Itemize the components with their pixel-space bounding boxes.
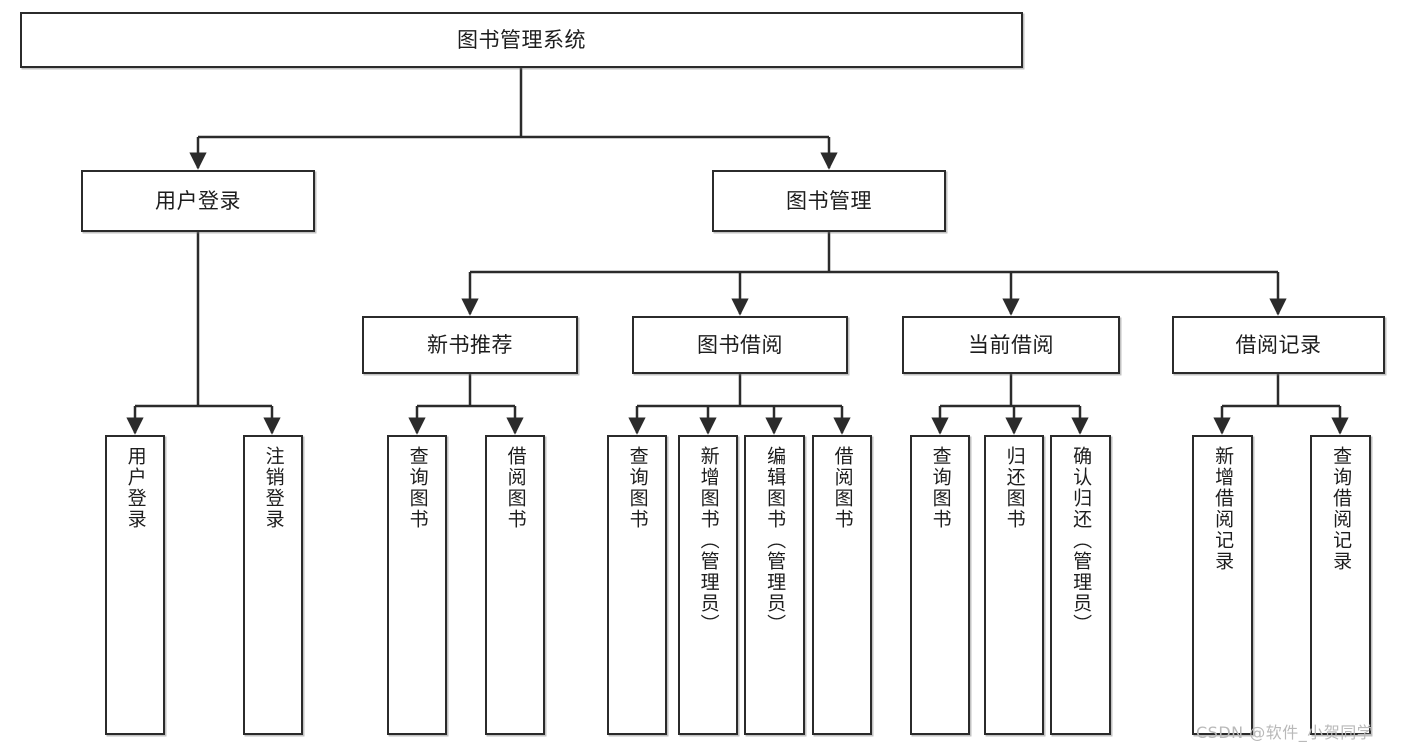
- node-leaf-add-record-label: 新增借阅记录: [1212, 446, 1235, 572]
- node-user-login[interactable]: 用户登录: [81, 170, 315, 232]
- node-leaf-return-book-label: 归还图书: [1003, 446, 1026, 530]
- node-leaf-borrow-book-1-label: 借阅图书: [504, 446, 527, 530]
- node-borrow-record-label: 借阅记录: [1235, 332, 1322, 357]
- node-book-borrow[interactable]: 图书借阅: [632, 316, 848, 374]
- node-new-book-recommend[interactable]: 新书推荐: [362, 316, 578, 374]
- node-leaf-query-book-1[interactable]: 查询图书: [387, 435, 447, 735]
- node-leaf-query-book-3[interactable]: 查询图书: [910, 435, 970, 735]
- node-leaf-borrow-book-2-label: 借阅图书: [831, 446, 854, 530]
- node-leaf-query-record-label: 查询借阅记录: [1330, 446, 1353, 572]
- node-leaf-logout-label: 注销登录: [262, 446, 285, 530]
- node-new-book-recommend-label: 新书推荐: [427, 332, 513, 357]
- node-book-manage[interactable]: 图书管理: [712, 170, 946, 232]
- node-leaf-edit-book-label: 编辑图书（管理员）: [764, 446, 787, 635]
- node-leaf-query-book-3-label: 查询图书: [929, 446, 952, 530]
- node-current-borrow[interactable]: 当前借阅: [902, 316, 1120, 374]
- node-leaf-edit-book[interactable]: 编辑图书（管理员）: [744, 435, 805, 735]
- node-root-label: 图书管理系统: [457, 27, 586, 52]
- node-leaf-query-book-1-label: 查询图书: [406, 446, 429, 530]
- node-leaf-query-book-2[interactable]: 查询图书: [607, 435, 667, 735]
- node-leaf-user-login-label: 用户登录: [124, 446, 147, 530]
- watermark-text: CSDN @软件_小贺同学: [1196, 723, 1374, 742]
- node-leaf-confirm-return[interactable]: 确认归还（管理员）: [1050, 435, 1111, 735]
- node-leaf-return-book[interactable]: 归还图书: [984, 435, 1044, 735]
- node-root[interactable]: 图书管理系统: [20, 12, 1023, 68]
- node-leaf-borrow-book-1[interactable]: 借阅图书: [485, 435, 545, 735]
- node-borrow-record[interactable]: 借阅记录: [1172, 316, 1385, 374]
- node-leaf-add-record[interactable]: 新增借阅记录: [1192, 435, 1253, 735]
- node-user-login-label: 用户登录: [155, 188, 241, 213]
- node-leaf-confirm-return-label: 确认归还（管理员）: [1070, 446, 1093, 635]
- node-book-borrow-label: 图书借阅: [697, 332, 783, 357]
- node-leaf-borrow-book-2[interactable]: 借阅图书: [812, 435, 872, 735]
- node-leaf-add-book[interactable]: 新增图书（管理员）: [678, 435, 738, 735]
- node-leaf-query-book-2-label: 查询图书: [626, 446, 649, 530]
- node-leaf-add-book-label: 新增图书（管理员）: [697, 446, 720, 635]
- node-leaf-query-record[interactable]: 查询借阅记录: [1310, 435, 1371, 735]
- node-current-borrow-label: 当前借阅: [968, 332, 1054, 357]
- node-leaf-user-login[interactable]: 用户登录: [105, 435, 165, 735]
- node-leaf-logout[interactable]: 注销登录: [243, 435, 303, 735]
- node-book-manage-label: 图书管理: [786, 188, 872, 213]
